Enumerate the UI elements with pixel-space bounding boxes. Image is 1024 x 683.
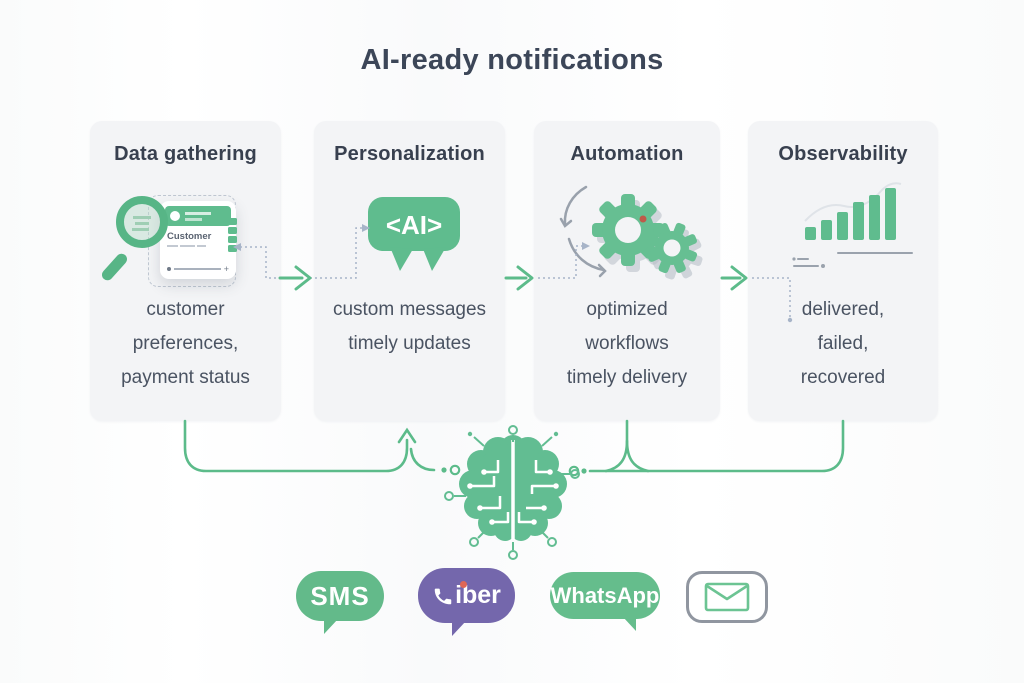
card-description: delivered, failed, recovered: [800, 299, 886, 388]
card-description: customer preferences, payment status: [121, 299, 250, 388]
ai-chat-bubble-icon: <AI>: [368, 197, 460, 271]
envelope-icon: [704, 582, 750, 612]
customer-card-header: [165, 206, 231, 226]
viber-channel-icon: iber: [418, 568, 515, 636]
brain-stubs: [454, 435, 570, 550]
data-list-column: [228, 218, 237, 254]
circuit-traces: [470, 440, 556, 540]
circuit-nodes: [467, 469, 559, 525]
phone-icon: [434, 588, 452, 604]
customer-card-label: Customer: [167, 231, 212, 242]
loop-left: [183, 419, 409, 473]
card-data-gathering: Data gathering Customer + customer pr: [90, 121, 281, 421]
loop-right: [588, 419, 845, 473]
card-personalization: Personalization <AI> custom messages tim…: [314, 121, 505, 421]
magnifier-handle: [99, 251, 130, 283]
card-description: optimized workflows timely delivery: [566, 299, 688, 388]
sms-label: SMS: [310, 580, 370, 611]
card-automation: Automation opt: [534, 121, 720, 421]
whatsapp-channel-icon: WhatsApp: [550, 572, 660, 631]
card-heading: Automation: [570, 143, 684, 165]
card-observability: Observability delivered, failed, recover…: [748, 121, 938, 421]
customer-data-icon: Customer +: [90, 165, 281, 287]
gears-icon: [559, 185, 703, 280]
detail-lines: [167, 245, 236, 247]
email-channel-icon: [686, 571, 768, 623]
bubble-tail: [452, 621, 466, 636]
bubble-tail: [623, 617, 636, 631]
sms-channel-icon: SMS: [296, 571, 384, 634]
bars: [805, 188, 896, 240]
ai-label: <AI>: [386, 210, 442, 240]
magnifying-glass-icon: [116, 196, 168, 248]
customer-card: Customer +: [160, 201, 236, 279]
small-gear: [646, 222, 698, 274]
whatsapp-label: WhatsApp: [550, 582, 660, 608]
baseline-marks: [793, 252, 913, 267]
circuit-brain-icon: [444, 425, 580, 560]
slider-row: +: [167, 265, 229, 274]
card-heading: Personalization: [334, 143, 485, 165]
brain-stub-terminals: [444, 425, 580, 560]
red-dot: [639, 215, 647, 223]
avatar: [170, 211, 180, 221]
card-description: custom messages timely updates: [332, 299, 487, 354]
page-title: AI-ready notifications: [360, 44, 664, 76]
header-line: [185, 218, 202, 221]
rising-bar-chart-icon: [792, 182, 913, 268]
bubble-tail: [324, 619, 338, 634]
header-line: [185, 212, 211, 215]
viber-dot: [460, 581, 467, 588]
rotation-arrows: [559, 185, 607, 278]
card-heading: Data gathering: [114, 143, 257, 165]
card-heading: Observability: [778, 143, 908, 165]
